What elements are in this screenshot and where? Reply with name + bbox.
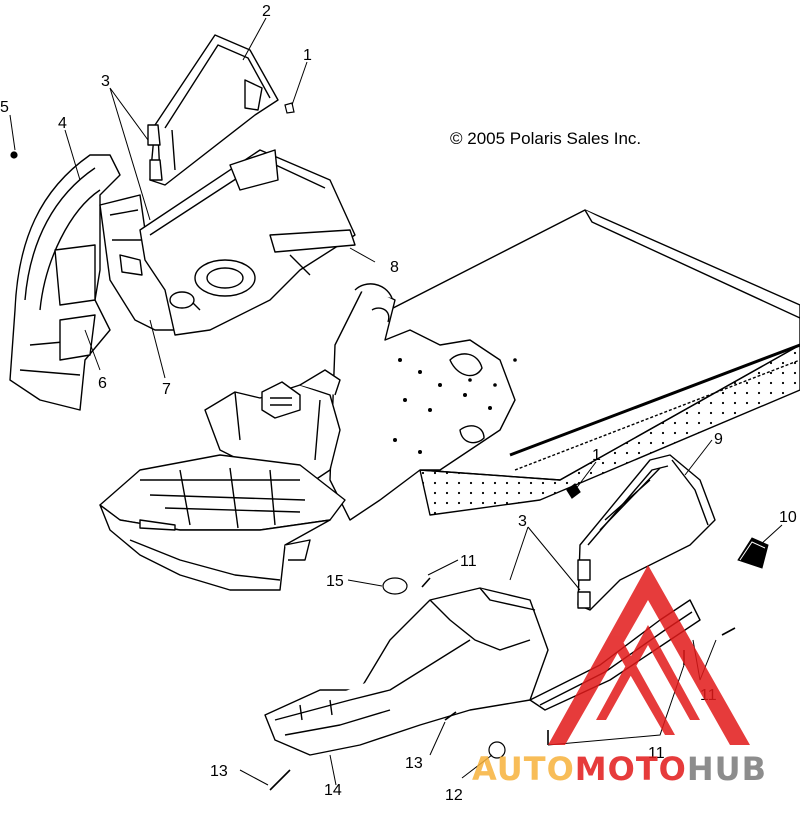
callout-3b: 3 [518, 513, 527, 530]
watermark-part-hub: HUB [687, 750, 767, 788]
callout-3: 3 [101, 73, 110, 90]
callout-1: 1 [303, 47, 312, 64]
callout-9: 9 [714, 431, 723, 448]
callout-1b: 1 [592, 447, 601, 464]
callout-2: 2 [262, 3, 271, 20]
side-panel-right [577, 454, 716, 611]
lower-side-panel [264, 587, 549, 756]
callout-15: 15 [326, 573, 344, 590]
copyright-notice: © 2005 Polaris Sales Inc. [450, 129, 641, 148]
callout-11c: 11 [648, 745, 665, 762]
callout-8: 8 [390, 259, 399, 276]
callout-13b: 13 [405, 755, 423, 772]
watermark-part-moto: MOTO [575, 750, 687, 788]
side-panel-left [9, 154, 121, 411]
watermark-triangle [548, 565, 750, 745]
callout-10: 10 [779, 509, 797, 526]
callout-5: 5 [0, 99, 9, 116]
fasteners [10, 102, 736, 791]
callout-7: 7 [162, 381, 171, 398]
callout-14: 14 [324, 782, 342, 799]
watermark-part-auto: AUTO [472, 750, 575, 788]
callout-12: 12 [445, 787, 463, 804]
chassis-tunnel [99, 209, 800, 591]
floor-panel [139, 149, 356, 336]
callout-6: 6 [98, 375, 107, 392]
callout-13: 13 [210, 763, 228, 780]
callout-4: 4 [58, 115, 67, 132]
side-panel-upper [147, 34, 279, 186]
watermark-text: AUTOMOTOHUB [472, 750, 767, 788]
callout-11: 11 [460, 553, 477, 570]
callout-labels: 2 1 3 5 4 8 6 7 1 9 10 3 15 11 11 11 13 … [0, 3, 797, 804]
watermark-logo: AUTOMOTOHUB [472, 565, 767, 788]
